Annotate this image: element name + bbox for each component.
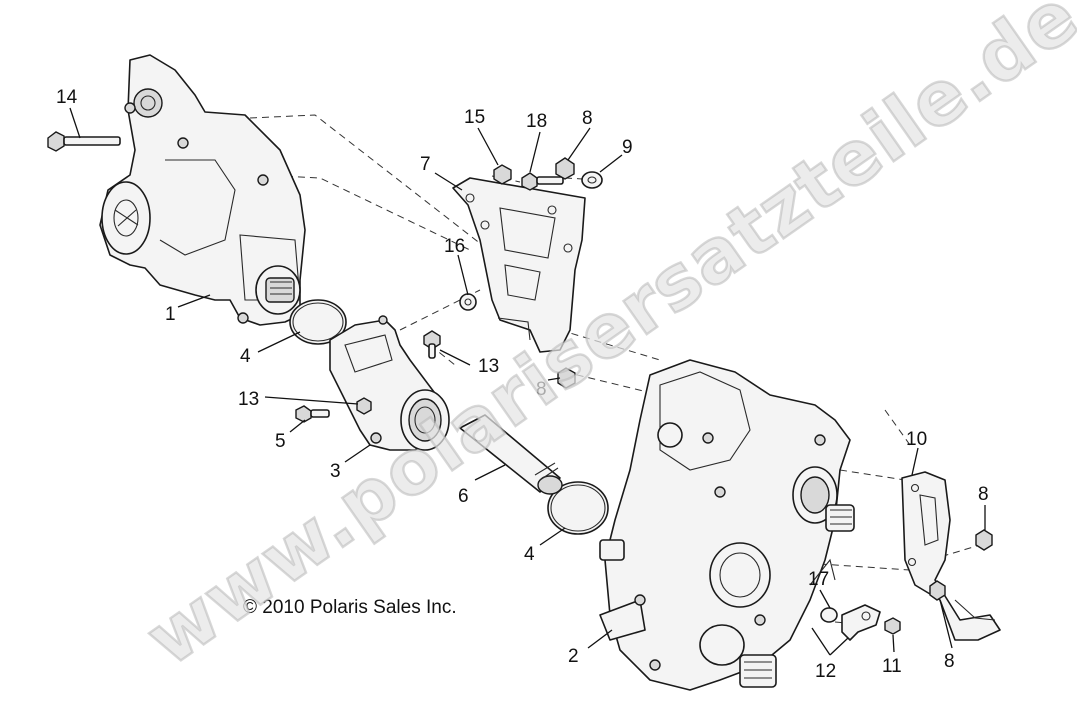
part-10-rear-bracket [901,471,1001,641]
part-16-washer [459,293,477,311]
callout-10: 10 [906,429,927,450]
part-5-bolt [295,405,330,423]
callout-5: 5 [275,431,286,452]
part-1-front-gearcase [99,54,306,326]
callout-1: 1 [165,304,176,325]
part-4-o-ring-upper [289,299,347,345]
copyright-text: © 2010 Polaris Sales Inc. [243,597,457,618]
part-11-screw [884,617,901,635]
callout-14: 14 [56,87,78,108]
part-2-transmission [599,359,855,691]
part-3-adapter-housing [329,315,450,451]
callout-labels: 14 1 4 13 5 3 13 6 4 7 15 18 8 9 16 8 2 … [56,87,989,682]
callout-17: 17 [808,569,829,590]
callout-8-bottom: 8 [944,651,955,672]
callout-4-upper: 4 [240,346,251,367]
part-9-washer [581,171,603,189]
part-14-bolt [47,131,121,152]
callout-2: 2 [568,646,579,667]
callout-16: 16 [444,236,465,257]
callout-15: 15 [464,107,485,128]
part-18-bolt [521,172,564,191]
part-8-bolt-lower-right [929,580,946,601]
callout-8-middle: 8 [536,379,547,400]
part-17-o-ring [820,607,838,623]
part-8-nut-upper [555,157,575,180]
part-12-speed-sensor [841,604,881,641]
callout-3: 3 [330,461,341,482]
part-13-bolt-upper [423,330,441,359]
callout-13-left: 13 [238,389,259,410]
part-7-bracket [452,177,586,353]
callout-12: 12 [815,661,836,682]
callout-18: 18 [526,111,547,132]
leader-lines [69,107,986,656]
part-15-nut [493,164,512,185]
part-8-bolt-right [975,529,993,551]
part-13-bolt-lower [356,397,372,415]
part-6-shaft [459,414,563,495]
callout-4-lower: 4 [524,544,535,565]
callout-11: 11 [882,656,902,677]
callout-6: 6 [458,486,469,507]
callout-13-right: 13 [478,356,499,377]
callout-8-top: 8 [582,108,593,129]
callout-8-right: 8 [978,484,989,505]
callout-7: 7 [420,154,431,175]
callout-9: 9 [622,137,633,158]
part-8-nut-middle [557,367,576,389]
part-4-o-ring-lower [547,481,609,535]
